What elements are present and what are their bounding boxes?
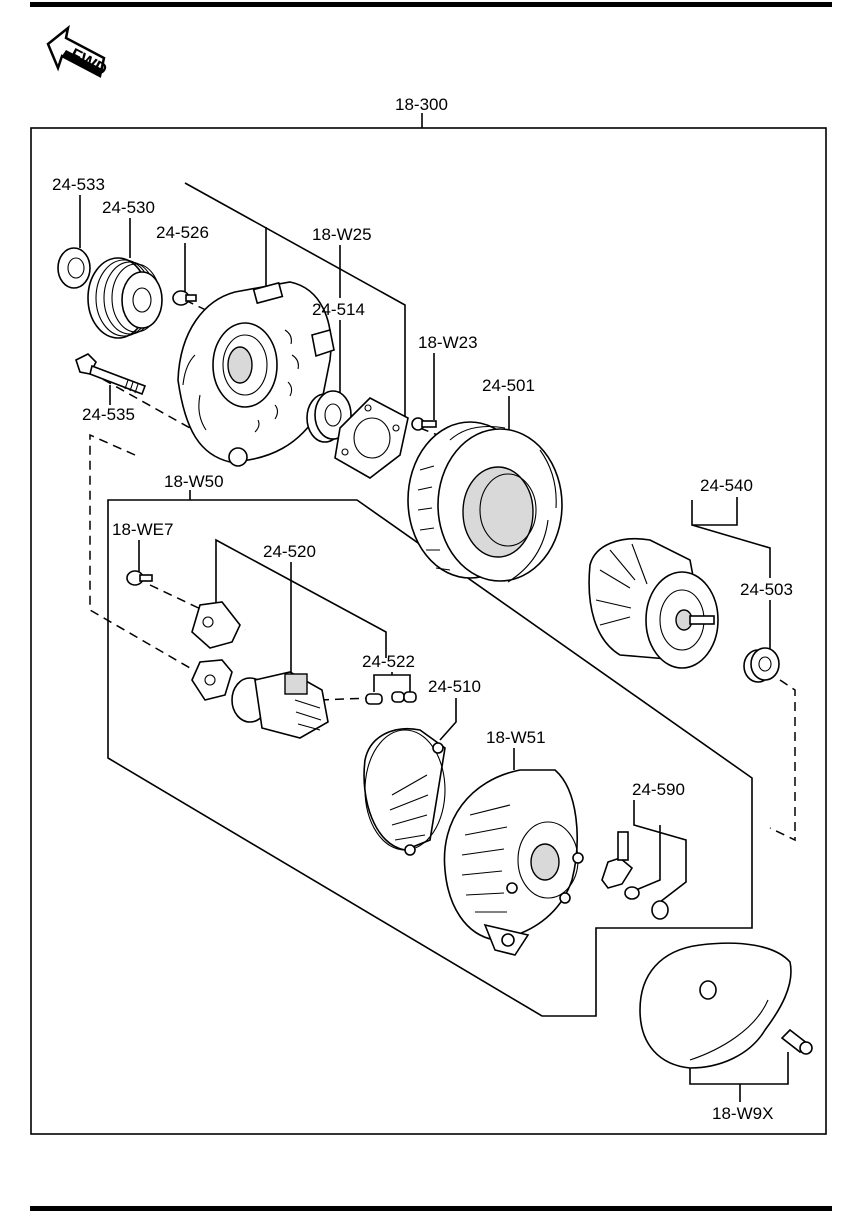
leader-lines — [79, 182, 789, 1102]
rear-cover-18-W9X — [639, 942, 813, 1069]
part-label-24-530: 24-530 — [102, 198, 155, 217]
part-label-24-510: 24-510 — [428, 677, 481, 696]
subassembly-outline — [107, 499, 753, 1017]
pulley-24-530 — [87, 257, 163, 339]
dashed-guides — [89, 299, 796, 842]
terminal-kit-24-590 — [601, 831, 669, 920]
nut-24-533 — [57, 247, 91, 289]
part-label-24-501: 24-501 — [482, 376, 535, 395]
brush-holder-24-520 — [231, 671, 329, 739]
part-label-18-W9X: 18-W9X — [712, 1104, 773, 1123]
assembly-frame — [30, 127, 827, 1135]
bearing-24-503 — [743, 647, 780, 683]
part-label-24-540: 24-540 — [700, 476, 753, 495]
assembly-label: 18-300 — [395, 95, 448, 114]
fwd-arrow-icon: FWD — [46, 24, 110, 79]
screw-24-526 — [172, 290, 197, 306]
brush-cover-plates — [191, 601, 241, 701]
part-label-18-W23: 18-W23 — [418, 333, 478, 352]
front-housing — [177, 281, 335, 467]
part-label-18-W50: 18-W50 — [164, 472, 224, 491]
retainer-plate — [334, 397, 409, 479]
rear-housing-18-W51 — [443, 769, 584, 956]
part-label-24-535: 24-535 — [82, 405, 135, 424]
screw-18-W23 — [411, 417, 437, 431]
part-label-24-526: 24-526 — [156, 223, 209, 242]
stator-24-501 — [407, 421, 563, 583]
screw-18-WE7 — [126, 570, 153, 586]
top-rule — [30, 2, 832, 7]
part-label-24-522: 24-522 — [362, 652, 415, 671]
rectifier-24-510 — [363, 728, 446, 856]
part-label-24-590: 24-590 — [632, 780, 685, 799]
part-label-24-514: 24-514 — [312, 300, 365, 319]
rotor-24-540 — [588, 538, 719, 669]
part-label-18-W25: 18-W25 — [312, 225, 372, 244]
through-bolt-24-535 — [75, 353, 147, 396]
part-label-24-503: 24-503 — [740, 580, 793, 599]
part-label-24-533: 24-533 — [52, 175, 105, 194]
part-label-18-W51: 18-W51 — [486, 728, 546, 747]
bottom-rule — [30, 1206, 832, 1211]
part-labels: 18-300 24-533 24-530 24-526 18-W25 24-51… — [52, 95, 793, 1123]
brushes-24-522 — [365, 691, 417, 705]
part-label-18-WE7: 18-WE7 — [112, 520, 173, 539]
part-label-24-520: 24-520 — [263, 542, 316, 561]
